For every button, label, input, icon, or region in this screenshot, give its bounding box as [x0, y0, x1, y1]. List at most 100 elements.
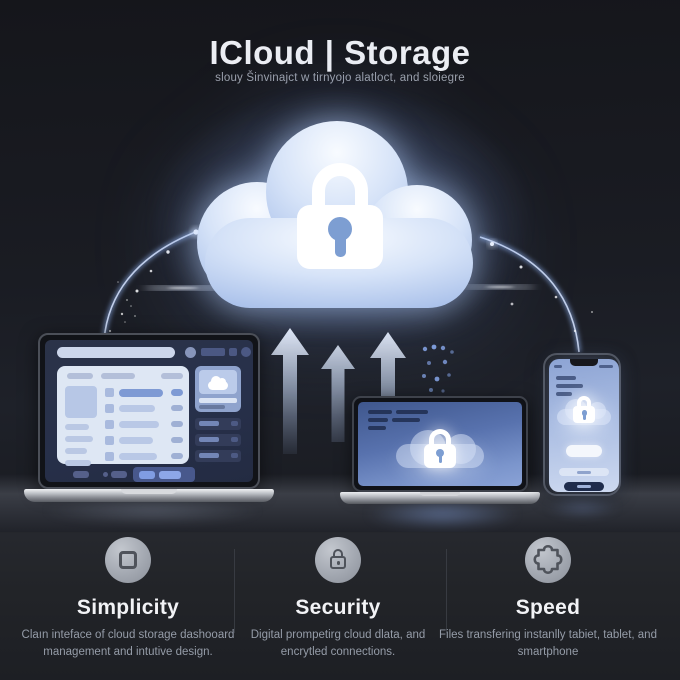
- phone-notch: [570, 359, 598, 366]
- skeleton-element: [533, 544, 563, 575]
- laptop-hinge-notch: [420, 492, 460, 496]
- reflection: [545, 496, 620, 518]
- skeleton-element: [368, 418, 388, 422]
- skeleton-element: [441, 389, 445, 393]
- skeleton-element: [368, 426, 386, 430]
- skeleton-element: [108, 329, 112, 333]
- skeleton-element: [422, 346, 428, 352]
- page-title: ICloud | Storage: [209, 34, 471, 71]
- skeleton-element: [103, 230, 199, 341]
- skeleton-element: [554, 295, 558, 299]
- skeleton-element: [171, 453, 183, 459]
- skeleton-element: [556, 376, 576, 380]
- skeleton-element: [195, 450, 241, 462]
- skeleton-element: [65, 436, 93, 442]
- skeleton-element: [73, 471, 89, 478]
- lock-shackle: [312, 163, 368, 215]
- feature-description: Claın inteface of cloud storage dashooar…: [21, 629, 235, 659]
- skeleton-element: [159, 471, 181, 479]
- skeleton-element: [119, 437, 153, 444]
- skeleton-element: [556, 392, 572, 396]
- phone-lock-screen: [549, 359, 619, 492]
- skeleton-element: [447, 373, 451, 377]
- skeleton-element: [193, 229, 199, 235]
- laptop-base: [340, 492, 540, 504]
- skeleton-element: [218, 378, 226, 386]
- skeleton-element: [434, 376, 440, 382]
- skeleton-element: [139, 471, 155, 479]
- avatar: [185, 347, 196, 358]
- skeleton-element: [427, 361, 431, 365]
- skeleton-element: [556, 384, 583, 388]
- skeleton-element: [119, 405, 155, 412]
- skeleton-element: [119, 453, 157, 460]
- skeleton-element: [130, 305, 132, 307]
- skeleton-element: [201, 348, 225, 356]
- skeleton-element: [229, 348, 237, 356]
- skeleton-element: [479, 236, 580, 353]
- skeleton-element: [436, 449, 444, 457]
- laptop-cloud-lock: [352, 396, 528, 492]
- file-list-panel: [57, 366, 189, 466]
- skeleton-element: [171, 437, 183, 443]
- puzzle-icon: [525, 537, 571, 583]
- feature-simplicity: Simplicity Claın inteface of cloud stora…: [11, 533, 245, 662]
- skeleton-element: [577, 485, 591, 488]
- skeleton-element: [321, 345, 355, 442]
- skeleton-element: [396, 410, 428, 414]
- skeleton-element: [126, 299, 128, 301]
- reflection: [40, 498, 265, 524]
- skeleton-element: [510, 302, 514, 306]
- feature-speed: Speed Files transfering instanlly tabiet…: [431, 533, 665, 662]
- skeleton-element: [577, 470, 591, 474]
- skeleton-element: [211, 376, 221, 386]
- skeleton-element: [422, 374, 426, 378]
- skeleton-element: [199, 421, 219, 426]
- skeleton-element: [583, 414, 586, 420]
- skeleton-element: [111, 471, 127, 478]
- skeleton-element: [161, 373, 183, 379]
- skeleton-element: [195, 418, 241, 430]
- skeleton-element: [105, 436, 114, 445]
- skeleton-element: [65, 460, 91, 466]
- feature-title: Speed: [515, 596, 581, 619]
- skeleton-element: [336, 561, 340, 565]
- skeleton-element: [168, 286, 198, 290]
- skeleton-element: [117, 281, 119, 283]
- skeleton-element: [199, 370, 237, 394]
- feature-description: Files transfering instanlly tabiet, tabl…: [439, 629, 657, 659]
- padlock-icon: [549, 359, 619, 492]
- skeleton-element: [199, 437, 219, 442]
- feature-title: Security: [295, 596, 381, 619]
- skeleton-element: [199, 405, 225, 409]
- skeleton-element: [271, 328, 309, 454]
- skeleton-element: [581, 410, 587, 416]
- skeleton-element: [231, 453, 238, 458]
- laptop-lock-screen: [358, 402, 522, 486]
- skeleton-element: [65, 424, 89, 430]
- skeleton-element: [368, 410, 392, 414]
- feature-description: Digital prompetirg cloud dlata, and encr…: [250, 629, 426, 659]
- padlock-icon: [358, 402, 522, 486]
- skeleton-element: [241, 347, 251, 357]
- skeleton-element: [195, 434, 241, 446]
- skeleton-element: [171, 421, 183, 427]
- laptop-base: [24, 489, 274, 502]
- skeleton-element: [438, 455, 442, 463]
- smartphone-cloud-lock: [543, 353, 621, 496]
- skeleton-element: [519, 265, 523, 269]
- skeleton-element: [103, 472, 108, 477]
- dashboard-sidebar: [195, 366, 241, 464]
- skeleton-element: [119, 551, 137, 569]
- divider: [234, 549, 235, 633]
- skeleton-element: [120, 312, 124, 316]
- skeleton-element: [231, 421, 238, 426]
- lock-keyhole-stem: [334, 233, 346, 257]
- skeleton-element: [392, 418, 420, 422]
- thumbnail: [65, 386, 97, 418]
- reflection: [365, 500, 520, 528]
- skeleton-element: [166, 250, 170, 254]
- skeleton-element: [554, 365, 562, 368]
- skeleton-element: [591, 311, 593, 313]
